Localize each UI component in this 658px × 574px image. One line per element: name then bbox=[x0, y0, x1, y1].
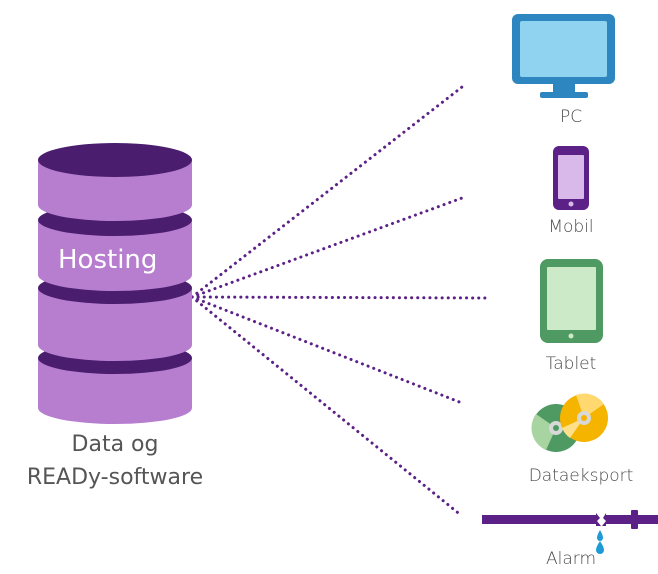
device-label-pc: PC bbox=[559, 107, 583, 127]
connectors bbox=[190, 85, 490, 518]
tablet-icon bbox=[540, 259, 603, 343]
connector-pc bbox=[190, 85, 464, 299]
connector-dataeksport bbox=[190, 295, 464, 405]
database-caption-line2: READy-software bbox=[26, 465, 204, 490]
database-icon bbox=[38, 143, 192, 424]
database-layer-1 bbox=[38, 143, 192, 221]
device-label-dataeksport: Dataeksport bbox=[528, 466, 634, 486]
device-label-alarm: Alarm bbox=[545, 549, 597, 569]
leaking-pipe-icon bbox=[482, 510, 658, 554]
disc-icon bbox=[531, 393, 608, 452]
device-label-mobil: Mobil bbox=[548, 217, 594, 237]
database-caption-line1: Data og bbox=[71, 432, 159, 457]
hosting-label: Hosting bbox=[58, 245, 158, 275]
connector-alarm bbox=[190, 295, 464, 518]
connector-tablet bbox=[190, 295, 490, 300]
device-label-tablet: Tablet bbox=[545, 354, 597, 374]
smartphone-icon bbox=[553, 146, 589, 210]
monitor-icon bbox=[512, 14, 615, 98]
connector-mobil bbox=[190, 196, 464, 299]
